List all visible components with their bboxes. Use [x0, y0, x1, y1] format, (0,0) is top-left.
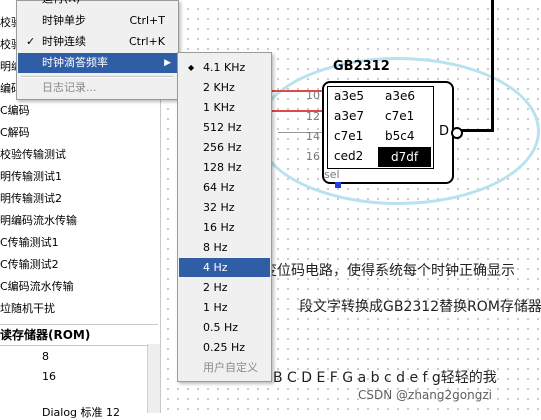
rom-cell: ced2 [334, 149, 364, 163]
rom-cell: b5c4 [385, 129, 415, 143]
properties-scrollbar[interactable] [147, 344, 160, 413]
frequency-label: 64 Hz [203, 181, 235, 194]
frequency-option[interactable]: 2 Hz [179, 278, 270, 297]
frequency-option[interactable]: ◆ 4.1 KHz [179, 58, 270, 77]
wire-input-3 [278, 132, 322, 133]
frequency-option-custom[interactable]: 用户自定义 [179, 358, 270, 377]
frequency-option[interactable]: 0.25 Hz [179, 338, 270, 357]
rom-cell-grid [327, 86, 434, 169]
frequency-label: 0.5 Hz [203, 321, 239, 334]
menu-item-logging[interactable]: 日志记录... [18, 78, 177, 98]
frequency-label: 4 Hz [203, 261, 228, 274]
frequency-label: 1 Hz [203, 301, 228, 314]
tree-item[interactable]: C编码流水传输 [0, 280, 74, 293]
tree-item[interactable]: 垃随机干扰 [0, 302, 55, 315]
menu-shortcut: Ctrl+T [129, 14, 165, 27]
frequency-option[interactable]: 0.5 Hz [179, 318, 270, 337]
rom-cell: c7e1 [334, 129, 364, 143]
pin-label: 14 [306, 130, 320, 143]
chip-title: GB2312 [333, 59, 390, 74]
tick-frequency-submenu[interactable]: ◆ 4.1 KHz 2 KHz 1 KHz 512 Hz 256 Hz 128 … [177, 52, 272, 382]
frequency-option[interactable]: 1 KHz [179, 98, 270, 117]
menu-item-label: 日志记录... [42, 81, 97, 94]
frequency-label: 4.1 KHz [203, 61, 246, 74]
doc-line-2: 段文字转换成GB2312替换ROM存储器 [299, 299, 541, 315]
doc-line-1: 变位码电路，使得系统每个时钟正确显示 [263, 263, 515, 279]
pin-label: 16 [306, 150, 320, 163]
frequency-label: 512 Hz [203, 121, 242, 134]
frequency-label: 2 Hz [203, 281, 228, 294]
radio-selected-icon: ◆ [188, 63, 195, 72]
wire-output [458, 129, 494, 132]
doc-line-3: B C D E F G a b c d e f g轻轻的我 [273, 370, 497, 386]
pin-label: 10 [306, 89, 320, 102]
frequency-option[interactable]: 8 Hz [179, 238, 270, 257]
output-pin[interactable] [451, 127, 463, 139]
rom-property-font[interactable]: Dialog 标准 12 [42, 406, 121, 419]
wire-input-1 [269, 90, 322, 92]
sel-pin-label: sel [324, 168, 340, 181]
sel-pin[interactable] [335, 182, 341, 188]
rom-property-value[interactable]: 16 [42, 370, 56, 383]
menu-item-label: 时钟滴答频率 [42, 56, 108, 69]
frequency-label: 128 Hz [203, 161, 242, 174]
frequency-option[interactable]: 64 Hz [179, 178, 270, 197]
tree-item[interactable]: 校验传输测试 [0, 148, 66, 161]
frequency-option[interactable]: 16 Hz [179, 218, 270, 237]
rom-cell: a3e6 [385, 89, 416, 103]
frequency-option[interactable]: 2 KHz [179, 78, 270, 97]
menu-item-label: 运行(R) [42, 0, 80, 9]
menu-shortcut: Ctrl+K [128, 35, 165, 48]
pin-label: 12 [306, 110, 320, 123]
frequency-option[interactable]: 512 Hz [179, 118, 270, 137]
tree-item[interactable]: C编码 [0, 104, 30, 117]
frequency-option-highlighted[interactable]: 4 Hz [179, 258, 270, 277]
check-icon: ✓ [26, 35, 36, 48]
rom-cell: a3e7 [334, 109, 365, 123]
menu-item-partial[interactable]: 运行(R) [18, 0, 177, 9]
menu-item-label: 时钟单步 [42, 14, 86, 27]
output-port-label: D [439, 124, 450, 139]
menu-item-clock-continuous[interactable]: ✓ 时钟连续 Ctrl+K [18, 32, 177, 52]
frequency-option[interactable]: 1 Hz [179, 298, 270, 317]
frequency-label: 8 Hz [203, 241, 228, 254]
watermark: CSDN @zhang2gongzi [358, 388, 492, 402]
menu-item-tick-frequency[interactable]: 时钟滴答频率 ▶ [18, 53, 177, 73]
submenu-arrow-icon: ▶ [164, 58, 171, 68]
frequency-label: 32 Hz [203, 201, 235, 214]
frequency-label: 1 KHz [203, 101, 235, 114]
simulate-menu[interactable]: 运行(R) 时钟单步 Ctrl+T ✓ 时钟连续 Ctrl+K 时钟滴答频率 ▶… [16, 0, 179, 100]
tree-item[interactable]: 明传输测试2 [0, 192, 62, 205]
frequency-option[interactable]: 32 Hz [179, 198, 270, 217]
menu-item-clock-step[interactable]: 时钟单步 Ctrl+T [18, 11, 177, 31]
tree-item[interactable]: C传输测试1 [0, 236, 59, 249]
tree-item[interactable]: 明编码流水传输 [0, 214, 77, 227]
rom-property-value[interactable]: 8 [42, 350, 49, 363]
menu-item-label: 时钟连续 [42, 35, 86, 48]
frequency-label: 256 Hz [203, 141, 242, 154]
frequency-label: 0.25 Hz [203, 341, 246, 354]
rom-properties-header: 读存储器(ROM) [0, 324, 158, 346]
wire-input-2 [269, 110, 322, 112]
frequency-label: 2 KHz [203, 81, 235, 94]
tree-item[interactable]: 明传输测试1 [0, 170, 62, 183]
frequency-label: 16 Hz [203, 221, 235, 234]
menu-separator [21, 76, 173, 78]
wire-top-vertical [491, 0, 494, 132]
tree-item[interactable]: C传输测试2 [0, 258, 59, 271]
tree-item[interactable]: C解码 [0, 126, 30, 139]
rom-cell: c7e1 [385, 109, 415, 123]
frequency-label: 用户自定义 [203, 361, 258, 374]
frequency-option[interactable]: 128 Hz [179, 158, 270, 177]
rom-cell-selected: d7df [378, 147, 431, 167]
frequency-option[interactable]: 256 Hz [179, 138, 270, 157]
rom-cell: a3e5 [334, 89, 365, 103]
